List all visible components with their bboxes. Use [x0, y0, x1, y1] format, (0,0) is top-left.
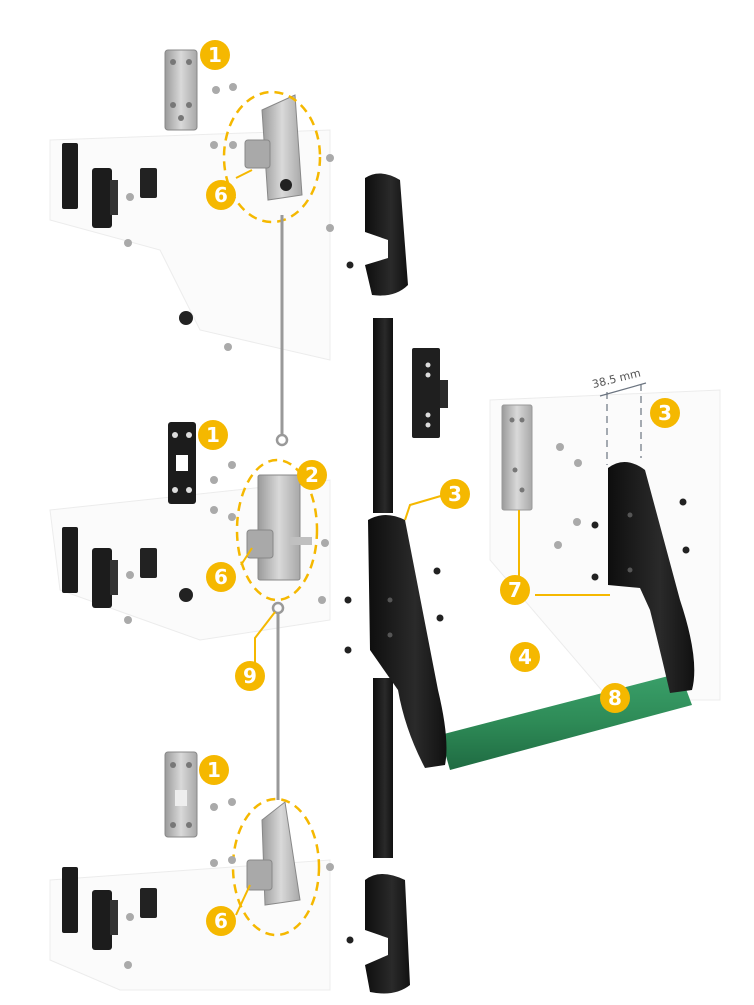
- callout-badge: 3: [440, 479, 470, 509]
- bottom-latch-bolt: [246, 801, 301, 906]
- middle-mounting-plate: [168, 422, 196, 504]
- callout-badge: 1: [198, 420, 228, 450]
- callout-badge: 6: [206, 906, 236, 936]
- left-end-housing: [368, 515, 447, 768]
- bottom-end-cap: [365, 874, 410, 994]
- bracket-screws: [554, 443, 599, 581]
- top-end-cap: [365, 173, 408, 296]
- screws: [124, 83, 354, 351]
- callout-badge: 2: [297, 460, 327, 490]
- central-lock-highlight: [235, 458, 319, 602]
- right-end-housing: [608, 461, 695, 693]
- callout-badge: 3: [650, 398, 680, 428]
- top-strike-parts: [62, 143, 157, 228]
- callout-badge: 4: [510, 642, 540, 672]
- top-latch-highlight: [222, 90, 322, 224]
- top-latch-bolt: [244, 94, 303, 201]
- green-push-bar: [440, 673, 692, 770]
- dimension-38-5mm: [599, 382, 647, 465]
- callout-badge: 1: [199, 755, 229, 785]
- central-lock-case: [246, 474, 312, 581]
- callout-badge: 7: [500, 575, 530, 605]
- bottom-latch-highlight: [231, 797, 321, 937]
- callout-badge: 6: [206, 562, 236, 592]
- rod-eyelet: [275, 433, 289, 447]
- middle-screws: [124, 461, 352, 654]
- bottom-strike-parts: [62, 867, 157, 950]
- lower-cover-channel: [373, 678, 393, 858]
- end-fixing-bracket: [501, 404, 533, 511]
- bottom-screws: [124, 798, 354, 969]
- callout-badge: 6: [206, 180, 236, 210]
- side-bracket: [412, 348, 448, 438]
- bottom-mounting-plate: [164, 751, 198, 838]
- upper-cover-channel: [373, 318, 393, 513]
- callout-badge: 8: [600, 683, 630, 713]
- top-mounting-plate: [164, 49, 198, 131]
- middle-strike-parts: [62, 527, 157, 608]
- callout-badge: 1: [200, 40, 230, 70]
- callout-badge: 9: [235, 661, 265, 691]
